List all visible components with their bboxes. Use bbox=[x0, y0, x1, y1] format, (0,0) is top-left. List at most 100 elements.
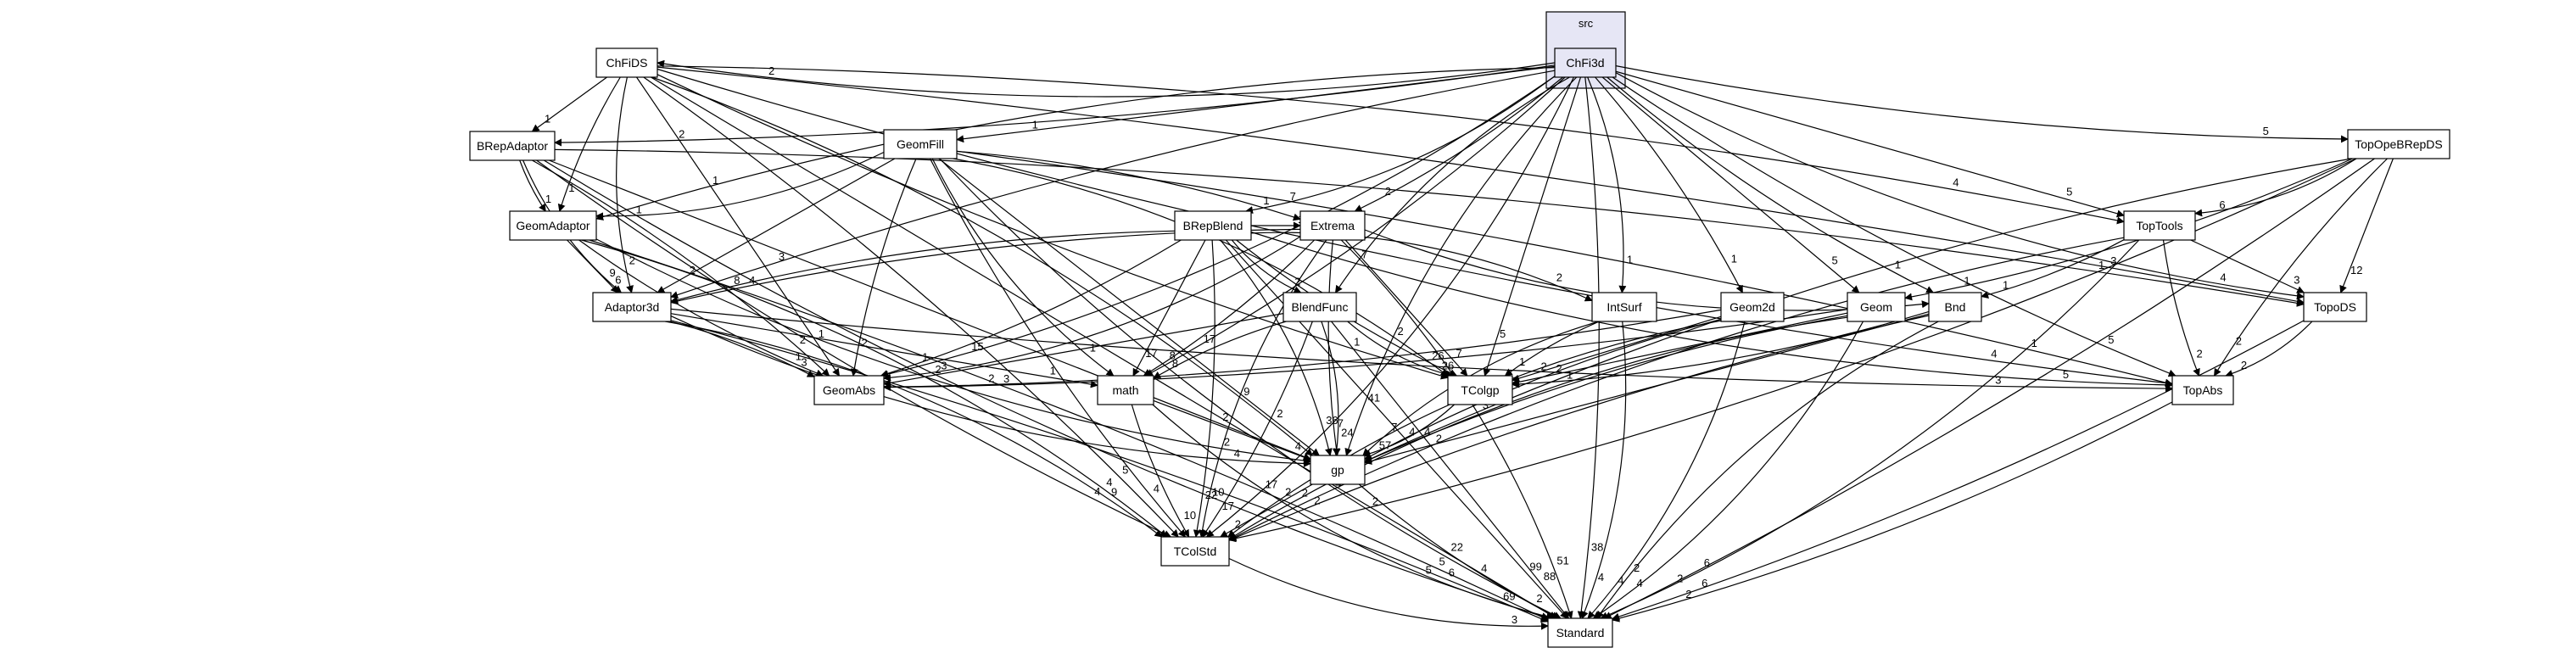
edge-topods-to-topabs: 2 bbox=[2225, 321, 2313, 377]
node-gp[interactable]: gp bbox=[1310, 455, 1366, 485]
node-geom[interactable]: Geom bbox=[1847, 292, 1906, 322]
edge-blendfunc-to-gp: 24 bbox=[1321, 321, 1354, 456]
edge-brepadaptor-to-gp: 2 bbox=[549, 159, 1311, 461]
node-label: TColStd bbox=[1174, 545, 1217, 558]
node-toptools[interactable]: TopTools bbox=[2123, 210, 2196, 241]
edge-line bbox=[1220, 239, 1333, 456]
edge-line bbox=[1904, 158, 2353, 301]
edge-extrema-to-math: 8 bbox=[1143, 239, 1316, 377]
node-box bbox=[1160, 536, 1230, 567]
edge-count-label: 4 bbox=[1598, 571, 1604, 584]
edge-line bbox=[2213, 158, 2388, 377]
edge-line bbox=[595, 151, 885, 221]
edge-count-label: 2 bbox=[1685, 588, 1691, 600]
edge-line bbox=[956, 65, 1556, 143]
node-label: math bbox=[1112, 383, 1138, 397]
edge-count-label: 2 bbox=[1224, 436, 1230, 449]
edge-line bbox=[1596, 321, 1939, 619]
edge-line bbox=[1205, 76, 1574, 538]
node-topods[interactable]: TopoDS bbox=[2303, 292, 2367, 322]
node-box bbox=[1591, 292, 1657, 322]
node-label: BRepAdaptor bbox=[477, 139, 548, 153]
edge-count-label: 2 bbox=[936, 363, 942, 376]
edge-line bbox=[1595, 76, 1743, 293]
edge-count-label: 22 bbox=[1205, 489, 1217, 501]
edge-count-label: 1 bbox=[1032, 118, 1038, 131]
node-brepblend[interactable]: BRepBlend bbox=[1174, 210, 1252, 241]
node-intsurf[interactable]: IntSurf bbox=[1591, 292, 1657, 322]
node-math[interactable]: math bbox=[1097, 375, 1154, 405]
edge-count-label: 6 bbox=[1704, 556, 1710, 569]
edge-geomfill-to-extrema: 1 bbox=[956, 150, 1301, 221]
edge-line bbox=[1607, 76, 1935, 293]
edge-line bbox=[953, 158, 1449, 377]
node-box bbox=[1554, 47, 1617, 78]
edge-geomfill-to-math: 1 bbox=[931, 158, 1115, 377]
edge-line bbox=[2162, 239, 2200, 377]
edge-geomfill-to-geomadaptor: 1 bbox=[595, 151, 885, 221]
node-topopebrepds[interactable]: TopOpeBRepDS bbox=[2347, 129, 2450, 159]
edge-count-label: 2 bbox=[862, 336, 868, 349]
edge-geomadaptor-to-adaptor3d: 6 bbox=[567, 239, 622, 293]
edge-count-label: 99 bbox=[1529, 561, 1541, 573]
edge-line bbox=[1228, 557, 1549, 630]
node-bnd[interactable]: Bnd bbox=[1928, 292, 1982, 322]
edge-line bbox=[557, 76, 621, 212]
edge-topopebrepds-to-topabs: 2 bbox=[2213, 158, 2388, 377]
edge-line bbox=[1577, 76, 1600, 619]
edge-line bbox=[651, 76, 1313, 456]
edge-count-label: 2 bbox=[2236, 335, 2242, 348]
node-standard[interactable]: Standard bbox=[1547, 617, 1613, 648]
edge-line bbox=[1344, 239, 1468, 377]
node-chfi3d[interactable]: ChFi3d bbox=[1554, 47, 1617, 78]
edge-brepblend-to-topabs: 5 bbox=[1250, 231, 2173, 389]
edge-line bbox=[1601, 76, 1860, 293]
node-geomabs[interactable]: GeomAbs bbox=[813, 375, 885, 405]
node-tcolstd[interactable]: TColStd bbox=[1160, 536, 1230, 567]
edge-adaptor3d-to-standard: 6 bbox=[670, 320, 1549, 623]
edge-count-label: 3 bbox=[1512, 613, 1517, 626]
node-label: ChFiDS bbox=[606, 56, 647, 70]
edge-adaptor3d-to-gp: 4 bbox=[670, 316, 1311, 467]
node-brepadaptor[interactable]: BRepAdaptor bbox=[469, 131, 556, 161]
node-geomadaptor[interactable]: GeomAdaptor bbox=[509, 210, 597, 241]
node-blendfunc[interactable]: BlendFunc bbox=[1282, 292, 1357, 322]
edge-blendfunc-to-math: 8 bbox=[1153, 321, 1287, 379]
node-geom2d[interactable]: Geom2d bbox=[1720, 292, 1785, 322]
edge-geomfill-to-tcolgp: 2 bbox=[953, 158, 1449, 377]
edge-chfids-to-tcolstd: 5 bbox=[643, 76, 1179, 538]
node-box bbox=[1547, 617, 1613, 648]
edge-chfi3d-to-toptools: 5 bbox=[1615, 70, 2125, 218]
edge-geom2d-to-gp: 4 bbox=[1364, 318, 1722, 460]
edge-chfi3d-to-geomabs: 15 bbox=[880, 75, 1556, 378]
edge-chfi3d-to-geomadaptor: 1 bbox=[595, 67, 1556, 221]
node-box bbox=[2347, 129, 2450, 159]
node-box bbox=[2303, 292, 2367, 322]
node-geomfill[interactable]: GeomFill bbox=[883, 129, 958, 159]
node-chfids[interactable]: ChFiDS bbox=[595, 47, 658, 78]
edge-count-label: 1 bbox=[545, 193, 551, 205]
node-topabs[interactable]: TopAbs bbox=[2171, 375, 2234, 405]
edge-line bbox=[1152, 404, 1554, 621]
edge-geom-to-geomabs: 3 bbox=[883, 309, 1848, 392]
edge-count-label: 5 bbox=[2108, 333, 2114, 346]
edge-line bbox=[1581, 321, 1627, 619]
edge-line bbox=[1143, 239, 1316, 377]
edge-tcolgp-to-gp: 57 bbox=[1362, 404, 1456, 458]
edge-chfids-to-geomadaptor: 1 bbox=[557, 76, 621, 212]
edge-count-label: 2 bbox=[1235, 518, 1241, 531]
edge-count-label: 4 bbox=[2220, 271, 2226, 283]
edge-line bbox=[1600, 239, 2140, 619]
node-extrema[interactable]: Extrema bbox=[1299, 210, 1366, 241]
edge-line bbox=[1612, 401, 2173, 623]
edge-count-label: 7 bbox=[1391, 421, 1397, 433]
edge-count-label: 4 bbox=[1618, 574, 1623, 587]
edge-brepadaptor-to-tcolstd: 4 bbox=[536, 159, 1172, 538]
edge-count-label: 17 bbox=[1266, 478, 1277, 491]
node-tcolgp[interactable]: TColgp bbox=[1447, 375, 1513, 405]
edge-count-label: 4 bbox=[749, 274, 755, 287]
edge-topopebrepds-to-toptools: 6 bbox=[2194, 158, 2357, 217]
edge-count-label: 2 bbox=[1556, 271, 1562, 284]
edge-count-label: 2 bbox=[1314, 494, 1320, 506]
node-adaptor3d[interactable]: Adaptor3d bbox=[592, 292, 672, 322]
